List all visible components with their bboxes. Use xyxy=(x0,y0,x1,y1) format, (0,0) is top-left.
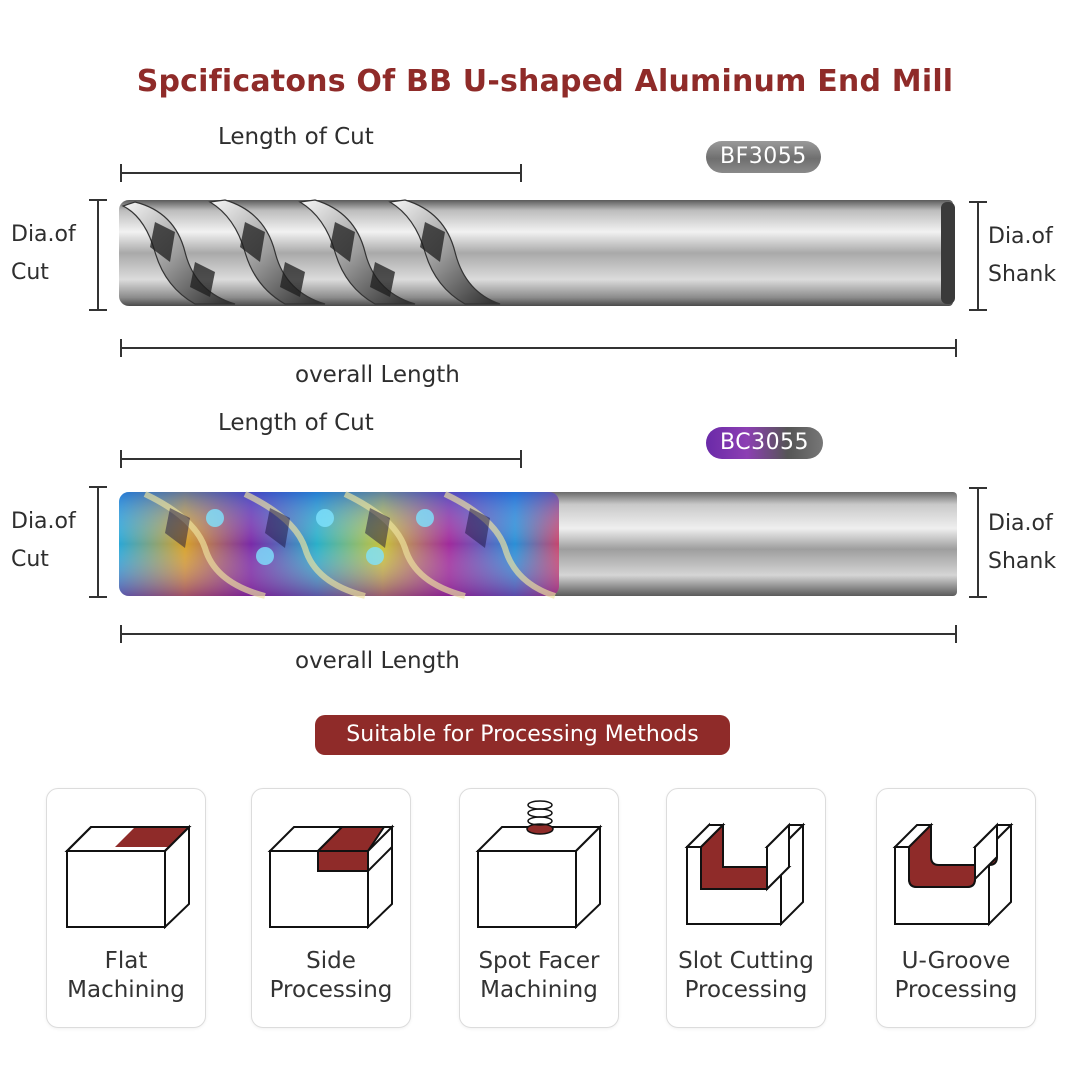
method-label-line1: Slot Cutting xyxy=(678,948,814,974)
side-processing-icon xyxy=(267,824,395,929)
method-card-flat-machining: Flat Machining xyxy=(46,788,206,1028)
dia-of-shank-line1: Dia.of xyxy=(988,511,1053,536)
dia-of-cut-line2: Cut xyxy=(11,260,49,285)
dia-of-cut-dimension-line xyxy=(89,486,107,598)
slot-cutting-icon xyxy=(684,822,806,927)
dia-of-cut-line1: Dia.of xyxy=(11,222,76,247)
method-label-line1: Spot Facer xyxy=(478,948,600,974)
method-label-line2: Machining xyxy=(480,977,598,1003)
method-label: Flat Machining xyxy=(47,947,205,1005)
method-label: Spot Facer Machining xyxy=(460,947,618,1005)
model-badge: BF3055 xyxy=(706,141,821,173)
overall-length-label: overall Length xyxy=(295,362,460,388)
method-label: Side Processing xyxy=(252,947,410,1005)
method-label-line2: Processing xyxy=(269,977,393,1003)
length-of-cut-label: Length of Cut xyxy=(218,124,374,150)
end-mill-rainbow-image xyxy=(119,491,957,599)
end-mill-silver-image xyxy=(119,199,955,306)
dia-of-cut-label: Dia.of Cut xyxy=(11,503,76,579)
dia-of-cut-line1: Dia.of xyxy=(11,509,76,534)
method-label-line1: Side xyxy=(306,948,356,974)
method-card-side-processing: Side Processing xyxy=(251,788,411,1028)
dia-of-shank-line2: Shank xyxy=(988,262,1057,287)
length-of-cut-label: Length of Cut xyxy=(218,410,374,436)
dia-of-shank-line1: Dia.of xyxy=(988,224,1053,249)
method-label: U-Groove Processing xyxy=(877,947,1035,1005)
method-label: Slot Cutting Processing xyxy=(667,947,825,1005)
method-label-line1: Flat xyxy=(104,948,148,974)
dia-of-shank-line2: Shank xyxy=(988,549,1057,574)
overall-length-label: overall Length xyxy=(295,648,460,674)
spot-facer-icon xyxy=(475,800,603,929)
method-label-line1: U-Groove xyxy=(901,948,1011,974)
length-of-cut-dimension-line xyxy=(120,164,522,182)
length-of-cut-dimension-line xyxy=(120,450,522,468)
flat-machining-icon xyxy=(64,824,192,929)
dia-of-cut-label: Dia.of Cut xyxy=(11,216,76,292)
dia-of-shank-label: Dia.of Shank xyxy=(988,505,1056,581)
dia-of-cut-line2: Cut xyxy=(11,547,49,572)
dia-of-shank-label: Dia.of Shank xyxy=(988,218,1056,294)
dia-of-shank-dimension-line xyxy=(969,201,987,311)
overall-length-dimension-line xyxy=(120,339,957,357)
processing-methods-banner: Suitable for Processing Methods xyxy=(315,715,730,755)
model-badge: BC3055 xyxy=(706,427,824,459)
method-label-line2: Processing xyxy=(894,977,1018,1003)
method-label-line2: Machining xyxy=(67,977,185,1003)
dia-of-shank-dimension-line xyxy=(969,487,987,598)
u-groove-icon xyxy=(892,822,1014,927)
method-label-line2: Processing xyxy=(684,977,808,1003)
dia-of-cut-dimension-line xyxy=(89,199,107,311)
overall-length-dimension-line xyxy=(120,625,957,643)
method-card-slot-cutting-processing: Slot Cutting Processing xyxy=(666,788,826,1028)
page-title: Spcificatons Of BB U-shaped Aluminum End… xyxy=(136,64,954,99)
method-card-spot-facer-machining: Spot Facer Machining xyxy=(459,788,619,1028)
method-card-u-groove-processing: U-Groove Processing xyxy=(876,788,1036,1028)
